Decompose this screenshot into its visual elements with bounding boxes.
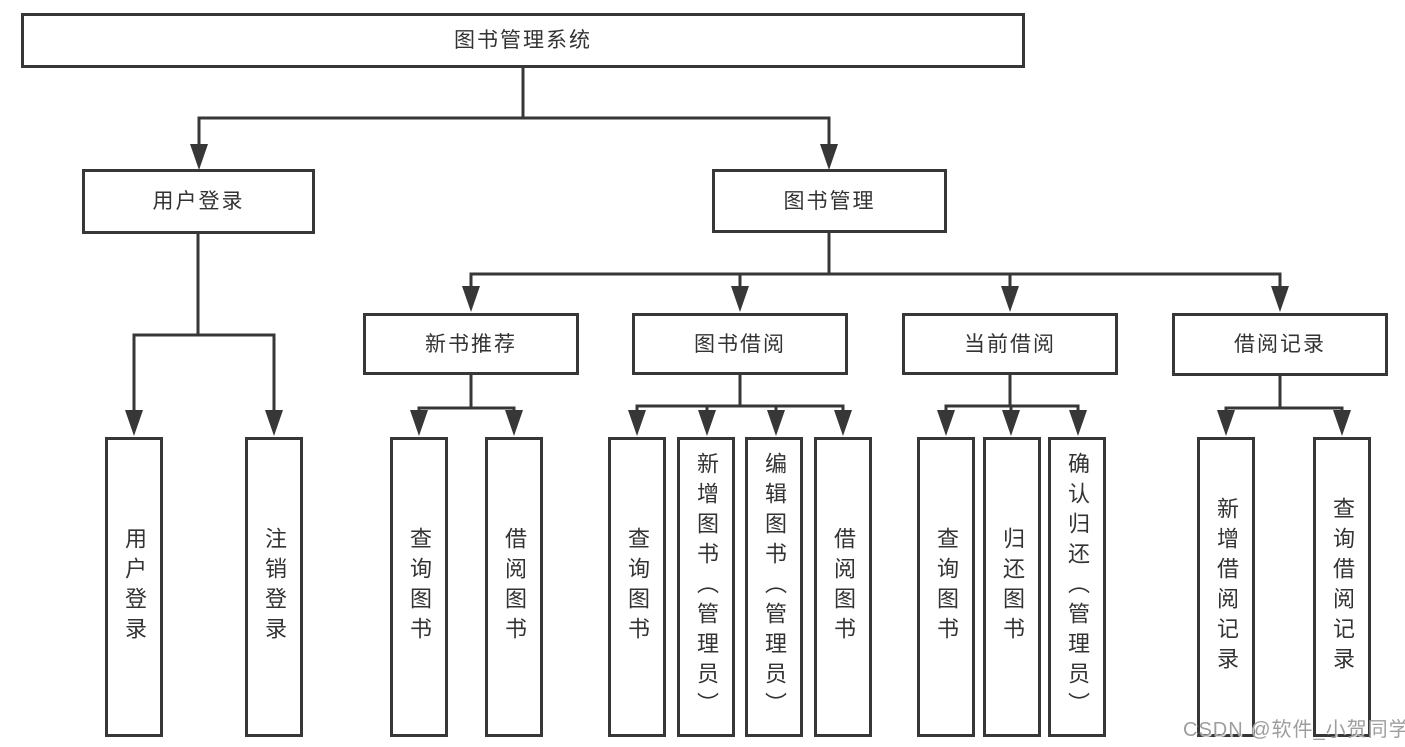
arrowhead-icon: [628, 410, 646, 436]
node-query-books-recommend: 查询图书: [390, 437, 448, 737]
connector-borrowing-records-children: [1217, 376, 1351, 436]
node-library-management-system: 图书管理系统: [21, 13, 1025, 68]
arrowhead-icon: [1271, 286, 1289, 312]
arrowhead-icon: [125, 410, 143, 436]
connector-book-management-children: [462, 232, 1289, 312]
arrowhead-icon: [1217, 410, 1235, 436]
arrowhead-icon: [462, 286, 480, 312]
connector-book-borrowing-children: [628, 374, 852, 436]
node-confirm-return-admin: 确认归还（管理员）: [1048, 437, 1106, 737]
node-borrow-books-recommend: 借阅图书: [485, 437, 543, 737]
arrowhead-icon: [1002, 410, 1020, 436]
csdn-watermark: CSDN @软件_小贺同学: [1183, 719, 1405, 741]
connector-new-book-recommend-children: [410, 374, 523, 436]
node-new-book-recommend: 新书推荐: [363, 313, 579, 375]
node-add-books-admin: 新增图书（管理员）: [677, 437, 735, 737]
connector-user-login-children: [125, 234, 283, 436]
node-borrowing-records: 借阅记录: [1172, 313, 1388, 376]
node-return-books: 归还图书: [983, 437, 1041, 737]
arrowhead-icon: [731, 286, 749, 312]
arrowhead-icon: [767, 410, 785, 436]
arrowhead-icon: [265, 410, 283, 436]
node-query-books-borrowing: 查询图书: [608, 437, 666, 737]
arrowhead-icon: [190, 144, 208, 170]
arrowhead-icon: [820, 144, 838, 170]
arrowhead-icon: [505, 410, 523, 436]
arrowhead-icon: [410, 410, 428, 436]
node-logout: 注销登录: [245, 437, 303, 737]
node-user-login-func: 用户登录: [105, 437, 163, 737]
node-user-login: 用户登录: [82, 169, 315, 234]
node-query-books-current: 查询图书: [917, 437, 975, 737]
node-add-borrow-record: 新增借阅记录: [1197, 437, 1255, 737]
connector-current-borrowing-children: [937, 374, 1087, 436]
arrowhead-icon: [1069, 410, 1087, 436]
node-borrow-books-borrowing: 借阅图书: [814, 437, 872, 737]
arrowhead-icon: [937, 410, 955, 436]
node-book-borrowing: 图书借阅: [632, 313, 848, 375]
arrowhead-icon: [834, 410, 852, 436]
node-query-borrow-record: 查询借阅记录: [1313, 437, 1371, 737]
connector-root-to-level2: [190, 68, 838, 170]
node-current-borrowing: 当前借阅: [902, 313, 1118, 375]
node-book-management: 图书管理: [712, 169, 947, 233]
arrowhead-icon: [698, 410, 716, 436]
arrowhead-icon: [1333, 410, 1351, 436]
arrowhead-icon: [1001, 286, 1019, 312]
node-edit-books-admin: 编辑图书（管理员）: [745, 437, 803, 737]
